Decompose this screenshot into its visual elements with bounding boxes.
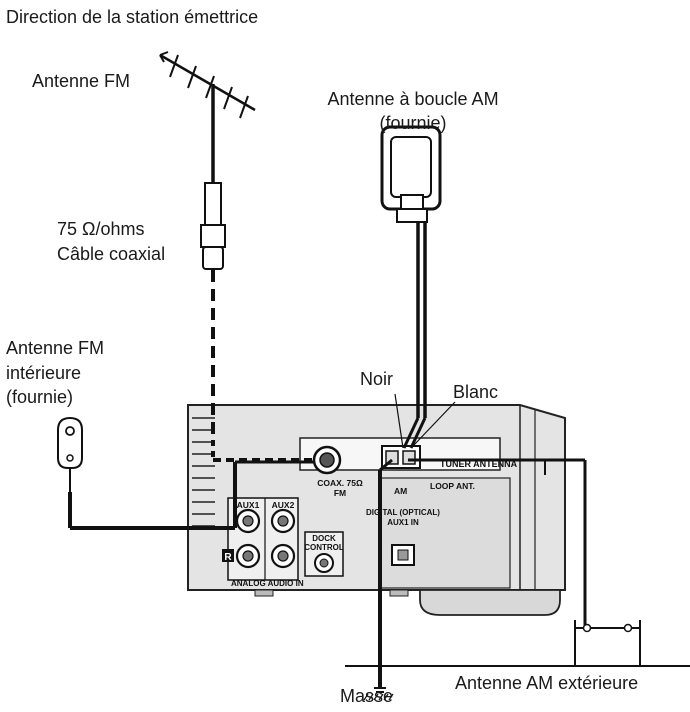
masse-label: Masse [340,686,394,706]
noir-leader [394,393,404,449]
outdoor-am-wire [408,458,587,628]
am-loop-antenna-icon [380,125,442,449]
am-loop-label-1: Antenne à boucle AM [327,89,499,109]
am-loop-terminal[interactable] [381,445,421,469]
indoor-fm-label-1: Antenne FM [6,338,105,358]
coax-label-line1: 75 Ω/ohms [57,219,145,239]
indoor-fm-label-3: (fournie) [6,387,74,407]
blanc-leader [412,401,456,447]
noir-label: Noir [360,369,394,389]
optical-input[interactable] [391,544,415,566]
dock-label-2: CONTROL [304,543,344,552]
aux1-label: AUX1 [237,500,260,510]
coax-label-line2: Câble coaxial [57,244,166,264]
aux2-right-jack[interactable] [270,543,296,569]
indoor-fm-label-2: intérieure [6,363,82,383]
tuner-antenna-label: TUNER ANTENNA [440,459,518,469]
dock-control-jack[interactable] [304,531,344,577]
outdoor-am-label: Antenne AM extérieure [455,673,639,693]
digital-label-2: AUX1 IN [387,518,419,527]
aux2-label: AUX2 [272,500,295,510]
fm-antenna-label: Antenne FM [32,71,131,91]
indoor-fm-antenna-icon [57,416,314,530]
fm-coax-cable [200,182,314,462]
outdoor-am-antenna-icon [574,620,641,666]
ground-wire [374,458,393,693]
dock-label-1: DOCK [312,534,336,543]
fm-coax-jack[interactable] [312,445,342,475]
am-loop-label-2: (fournie) [379,113,447,133]
aux1-left-jack[interactable] [235,508,261,534]
coax-label-2: FM [334,488,346,498]
aux2-left-jack[interactable] [270,508,296,534]
loop-ant-label: LOOP ANT. [430,481,475,491]
am-label: AM [394,486,407,496]
analog-audio-in-label: ANALOG AUDIO IN [231,579,304,588]
coax-label-1: COAX. 75Ω [317,478,363,488]
ground-hatch [363,693,394,701]
direction-label: Direction de la station émettrice [6,7,259,27]
digital-label-1: DIGITAL (OPTICAL) [366,508,440,517]
aux1-right-jack[interactable] [235,543,261,569]
r-mark-text: R [224,552,232,563]
blanc-label: Blanc [453,382,499,402]
fm-antenna-icon [159,51,256,183]
r-channel-mark: R [222,549,234,563]
